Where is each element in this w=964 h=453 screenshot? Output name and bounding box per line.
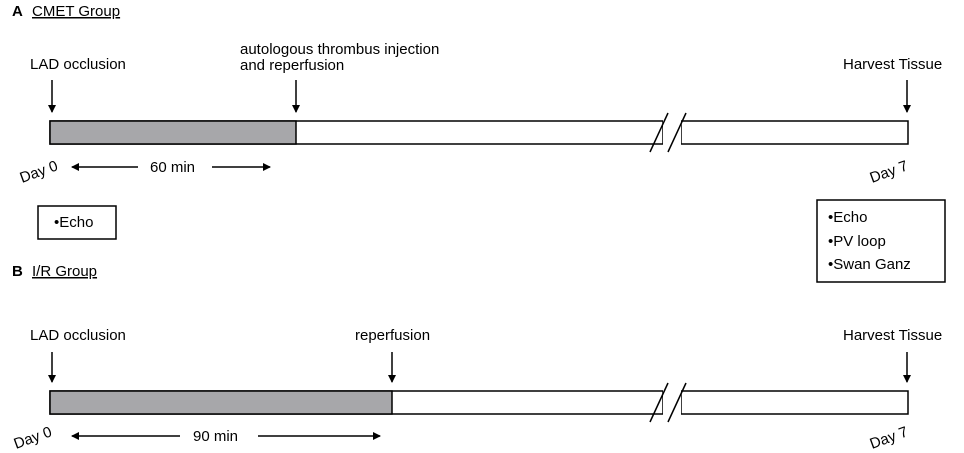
panel-a-axis-break-2 <box>667 112 687 153</box>
panel-a-mid-label-line2: and reperfusion <box>240 57 344 74</box>
panel-b: B I/R Group LAD occlusion reperfusion Ha… <box>12 263 943 453</box>
panel-a-day-end: Day 7 <box>868 157 911 186</box>
panel-b-end-label: Harvest Tissue <box>843 327 942 344</box>
panel-b-ischemia-segment <box>49 390 393 415</box>
panel-a-title: CMET Group <box>32 3 120 20</box>
panel-b-axis-break-1 <box>649 382 669 423</box>
panel-b-bar-right <box>680 390 909 415</box>
panel-a-duration: 60 min <box>150 159 195 176</box>
panel-b-axis-break-gap <box>663 389 681 416</box>
panel-b-title: I/R Group <box>32 263 97 280</box>
panel-b-letter: B <box>12 263 23 280</box>
panel-a-start-label: LAD occlusion <box>30 56 126 73</box>
panel-a-post-item: •Echo <box>828 209 867 226</box>
panel-a-axis-break-1 <box>649 112 669 153</box>
panel-b-duration: 90 min <box>193 428 238 445</box>
panel-a: A CMET Group LAD occlusion autologous th… <box>12 3 946 283</box>
panel-a-post-measurements-box <box>816 199 946 283</box>
panel-a-post-item: •Swan Ganz <box>828 256 911 273</box>
panel-b-start-label: LAD occlusion <box>30 327 126 344</box>
panel-a-post-item: •PV loop <box>828 233 886 250</box>
panel-a-ischemia-segment <box>49 120 297 145</box>
panel-a-axis-break-gap <box>663 119 681 146</box>
panel-b-mid-label: reperfusion <box>355 327 430 344</box>
panel-b-day-end: Day 7 <box>868 423 911 452</box>
panel-a-pre-measurements-box <box>37 205 117 240</box>
panel-a-day-start: Day 0 <box>18 157 61 186</box>
panel-a-letter: A <box>12 3 23 20</box>
panel-b-day-start: Day 0 <box>12 423 55 452</box>
panel-a-bar-right <box>680 120 909 145</box>
panel-a-mid-label-line1: autologous thrombus injection <box>240 41 439 58</box>
panel-a-end-label: Harvest Tissue <box>843 56 942 73</box>
panel-b-axis-break-2 <box>667 382 687 423</box>
panel-a-pre-item: •Echo <box>54 214 93 231</box>
